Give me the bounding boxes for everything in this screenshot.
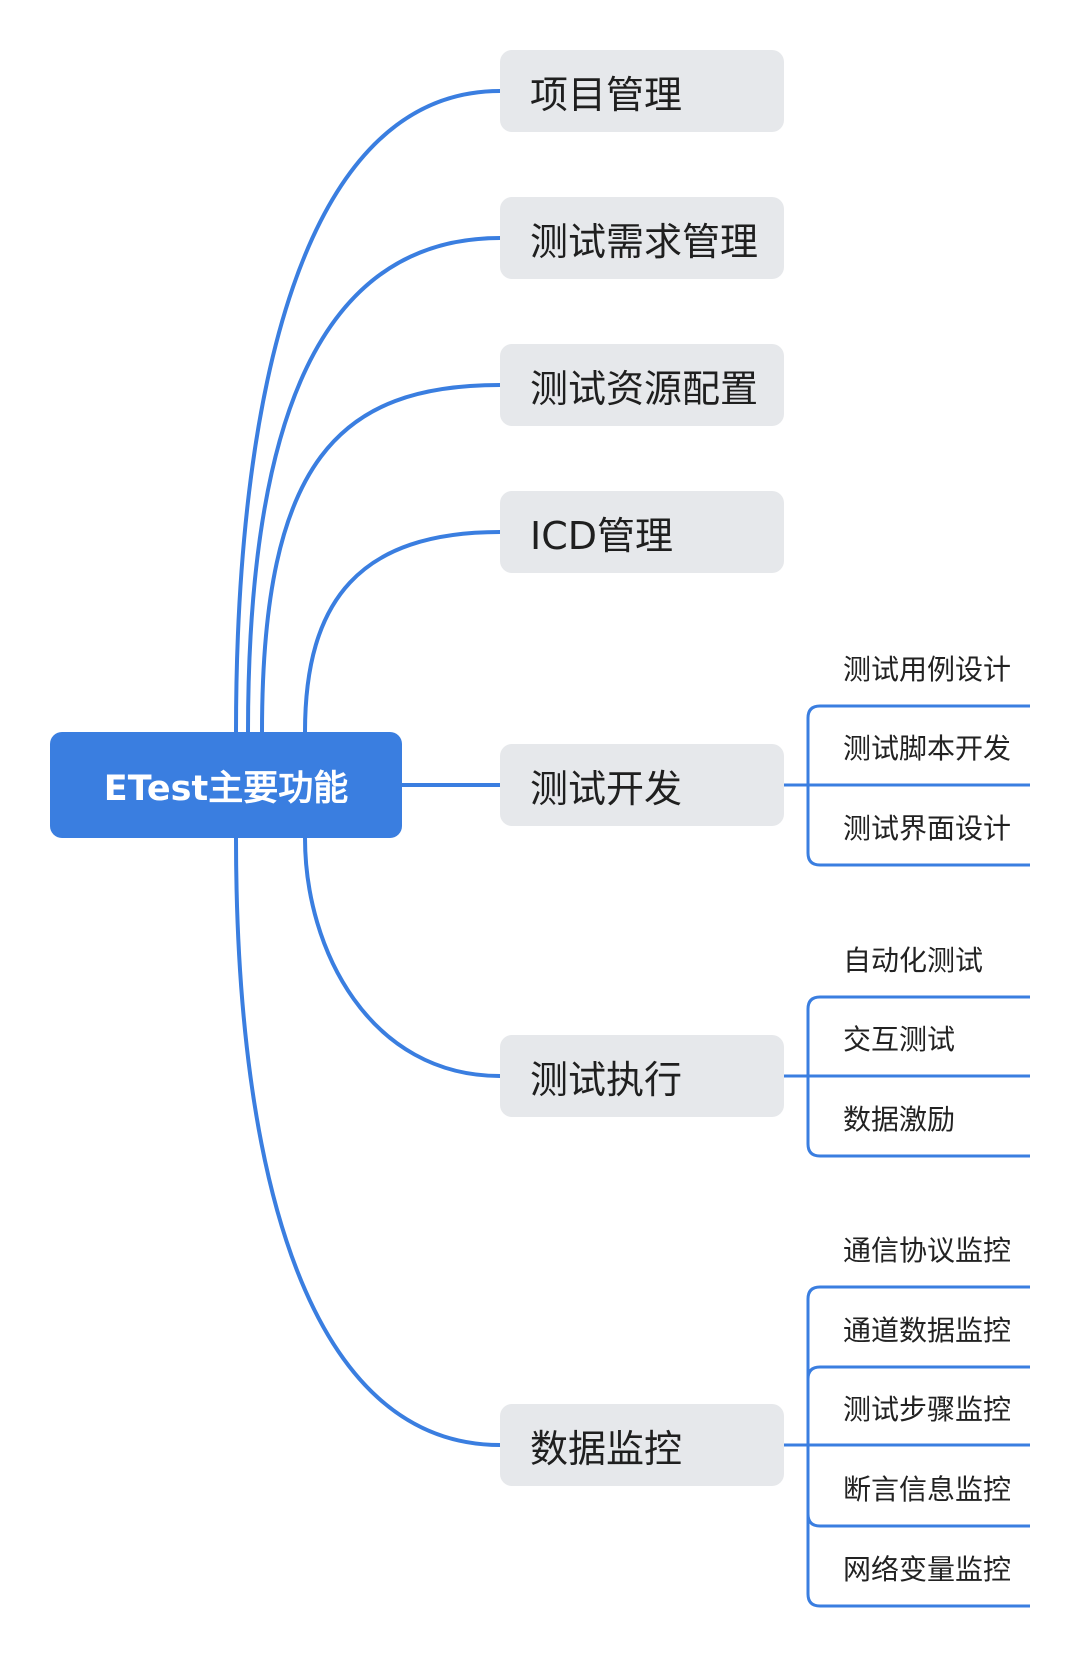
branch-node-requirements[interactable]: 测试需求管理: [500, 197, 784, 279]
connector-root-to-b1: [246, 236, 501, 733]
leaf-node[interactable]: 通信协议监控: [843, 1234, 1012, 1267]
leaf-node[interactable]: 通道数据监控: [843, 1314, 1012, 1347]
connector-root-to-b5: [303, 837, 501, 1078]
leaf-node[interactable]: 数据激励: [843, 1103, 956, 1136]
branch-label: ICD管理: [530, 513, 674, 558]
connector-b6-leaf4: [806, 1445, 1030, 1608]
branch-node-icd[interactable]: ICD管理: [500, 491, 784, 573]
connector-root-to-b2: [260, 383, 501, 733]
root-node[interactable]: ETest主要功能: [50, 732, 402, 838]
leaf-node[interactable]: 测试步骤监控: [843, 1393, 1012, 1426]
leaf-node[interactable]: 测试脚本开发: [843, 732, 1012, 765]
leaf-node[interactable]: 自动化测试: [843, 944, 984, 977]
connector-b5-leaf0: [806, 995, 1030, 1076]
branch-node-project-management[interactable]: 项目管理: [500, 50, 784, 132]
leaf-node[interactable]: 网络变量监控: [843, 1553, 1012, 1586]
connector-b5-leaf2: [806, 1076, 1030, 1158]
connector-b6-leaf1: [806, 1365, 1030, 1445]
connector-root-to-b6: [234, 837, 501, 1447]
branch-label: 测试开发: [530, 766, 683, 811]
root-node-label: ETest主要功能: [103, 768, 349, 809]
connector-b4-leaf2: [806, 785, 1030, 867]
leaf-node[interactable]: 测试用例设计: [843, 653, 1012, 686]
connector-root-to-b0: [234, 89, 501, 733]
branch-node-test-execution[interactable]: 测试执行: [500, 1035, 784, 1117]
leaf-node[interactable]: 交互测试: [843, 1023, 956, 1056]
leaf-node[interactable]: 测试界面设计: [843, 812, 1012, 845]
connector-b6-leaf0: [806, 1285, 1030, 1445]
branch-label: 测试需求管理: [530, 219, 759, 264]
branch-label: 项目管理: [530, 72, 683, 117]
branch-node-test-development[interactable]: 测试开发: [500, 744, 784, 826]
branch-label: 测试执行: [530, 1057, 683, 1102]
branch-node-resources[interactable]: 测试资源配置: [500, 344, 784, 426]
branch-label: 数据监控: [530, 1426, 683, 1471]
connector-root-to-b3: [303, 530, 501, 733]
leaf-node[interactable]: 断言信息监控: [843, 1473, 1012, 1506]
connector-b4-leaf0: [806, 704, 1030, 785]
branch-node-data-monitoring[interactable]: 数据监控: [500, 1404, 784, 1486]
branch-label: 测试资源配置: [530, 366, 759, 411]
